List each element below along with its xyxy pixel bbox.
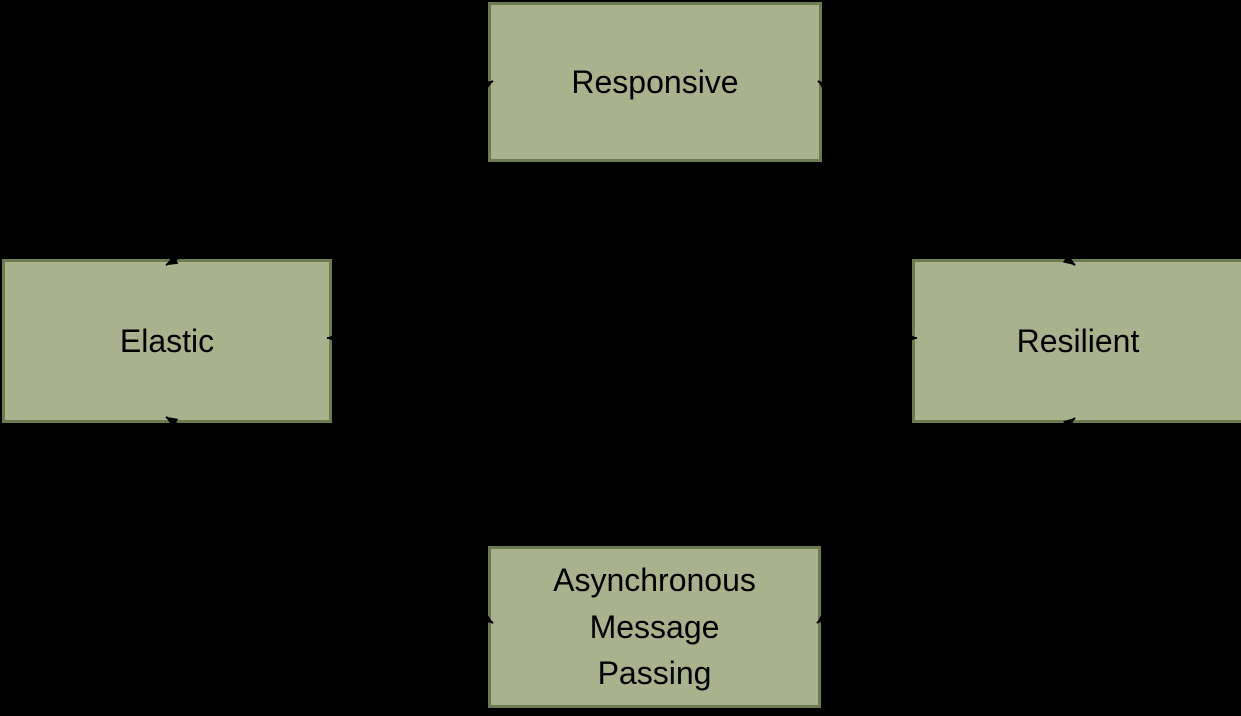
node-responsive: Responsive — [488, 2, 822, 162]
node-responsive-label: Responsive — [571, 63, 739, 100]
connector-responsive-resilient — [817, 80, 1076, 266]
connector-message-passing-resilient — [816, 417, 1076, 624]
connector-elastic-responsive — [165, 80, 494, 266]
node-elastic: Elastic — [2, 259, 332, 423]
connector-elastic-message-passing — [165, 416, 494, 624]
node-message-passing: Asynchronous Message Passing — [488, 546, 821, 708]
node-message-passing-label: Asynchronous Message Passing — [553, 562, 756, 692]
node-resilient-label: Resilient — [1016, 322, 1140, 359]
node-elastic-label: Elastic — [119, 322, 215, 359]
node-resilient: Resilient — [912, 259, 1241, 423]
